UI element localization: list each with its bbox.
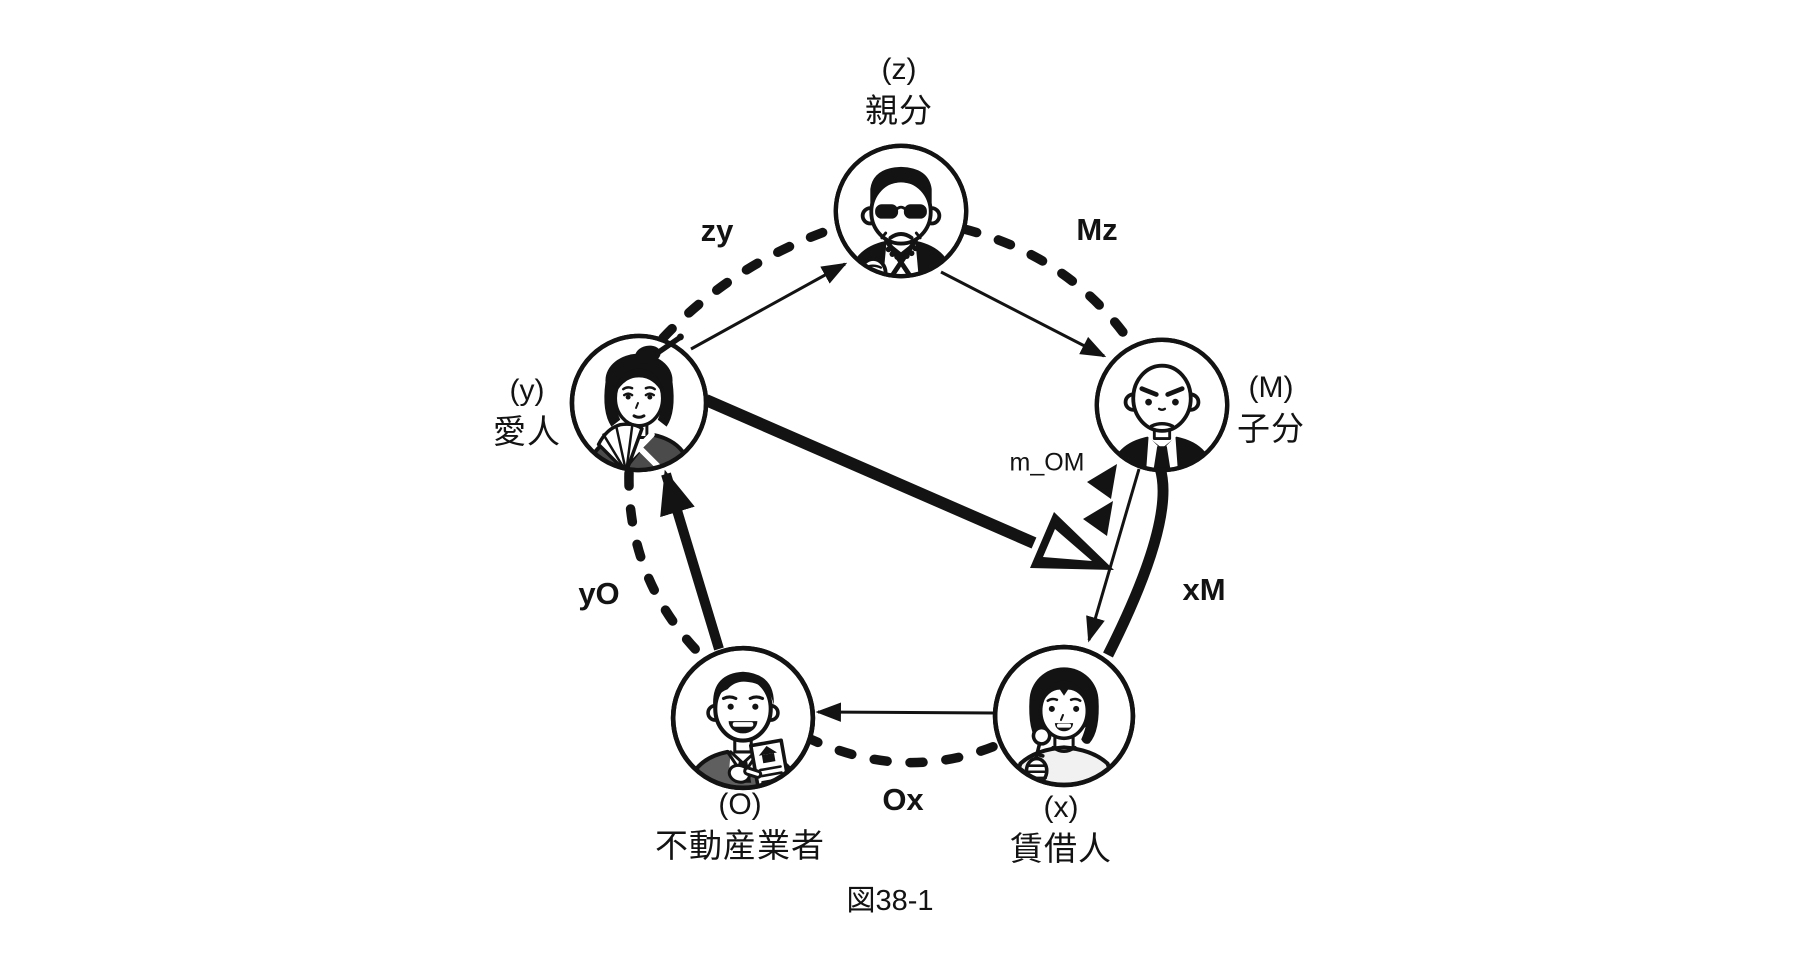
tenant-avatar <box>992 644 1136 788</box>
edge-label-zy: zy <box>700 213 734 248</box>
edge-label-m-om: m_OM <box>1009 448 1085 477</box>
node-o-key: (O) <box>718 788 762 821</box>
arrow-y-open-shaft <box>703 394 1037 549</box>
edge-label-yo: yO <box>578 576 620 611</box>
node-x-key: (x) <box>1043 791 1079 824</box>
edge-zy-dashed <box>658 222 843 343</box>
node-y-role: 愛人 <box>493 413 561 450</box>
realtor-avatar <box>670 645 816 791</box>
edge-label-mz: Mz <box>1076 212 1118 247</box>
node-x-label: (x) 賃借人 <box>1010 787 1112 869</box>
chevron-mom-lower <box>1083 501 1113 536</box>
node-m-role: 子分 <box>1237 410 1305 447</box>
node-z-key: (z) <box>881 53 917 86</box>
figure-caption: 図38-1 <box>846 885 934 917</box>
node-m-key: (M) <box>1248 371 1294 404</box>
node-x-role: 賃借人 <box>1010 830 1112 867</box>
arrow-m-to-x <box>1086 468 1141 643</box>
node-y-key: (y) <box>509 374 545 407</box>
edge-label-xm: xM <box>1182 572 1226 607</box>
node-o-label: (O) 不動産業者 <box>655 784 825 866</box>
henchman-avatar <box>1094 337 1230 473</box>
node-m-label: (M) 子分 <box>1237 367 1305 449</box>
node-y-label: (y) 愛人 <box>493 370 561 452</box>
boss-avatar <box>833 143 969 279</box>
arrow-x-to-o <box>815 702 995 722</box>
arrow-o-to-y <box>660 469 724 651</box>
node-z-role: 親分 <box>865 92 933 129</box>
node-z-label: (z) 親分 <box>865 49 933 131</box>
mistress-avatar <box>569 333 709 473</box>
edge-ox-dashed <box>801 732 1007 768</box>
edge-label-ox: Ox <box>882 782 924 817</box>
edge-mz-dashed <box>959 224 1138 351</box>
arrow-y-to-z <box>690 262 848 351</box>
chevron-mom-upper <box>1087 464 1117 499</box>
arrow-y-open-head-hole <box>1043 529 1092 561</box>
arrow-z-to-m <box>940 270 1107 358</box>
edge-xm-solid <box>1103 466 1169 658</box>
node-o-role: 不動産業者 <box>655 827 825 864</box>
